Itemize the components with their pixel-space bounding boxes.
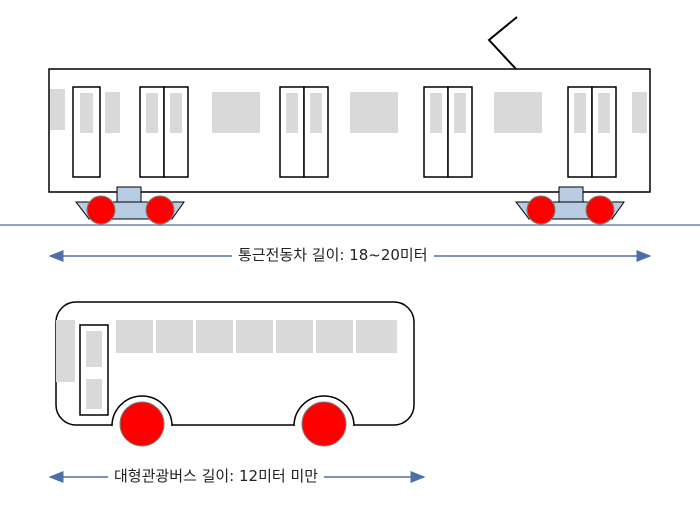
- train-wheel: [585, 195, 615, 225]
- train-wheel: [526, 195, 556, 225]
- train-window: [105, 92, 120, 133]
- bus-window: [236, 320, 273, 353]
- bus-wheel: [301, 401, 347, 447]
- bus-window: [196, 320, 233, 353]
- train-door-pair: [139, 86, 189, 178]
- train-door-pair: [279, 86, 329, 178]
- bus-window: [316, 320, 353, 353]
- train-wheel: [145, 195, 175, 225]
- train-window: [494, 92, 542, 133]
- pantograph: [487, 16, 518, 70]
- train-bogie-right: [514, 186, 625, 225]
- bus-window: [356, 320, 397, 353]
- bus-front-window: [56, 320, 75, 382]
- train-length-label: 통근전동차 길이: 18~20미터: [232, 245, 434, 265]
- train-windows: [50, 89, 647, 133]
- train-illustration: [0, 16, 700, 226]
- train-window: [350, 92, 398, 133]
- train-wheel: [86, 195, 116, 225]
- train-doors: [72, 86, 617, 178]
- bus-illustration: [55, 301, 415, 447]
- bus-window: [156, 320, 193, 353]
- bus-wheel: [119, 401, 165, 447]
- bus-windows: [116, 320, 397, 353]
- train-door-pair: [567, 86, 617, 178]
- bus-length-label: 대형관광버스 길이: 12미터 미만: [108, 466, 325, 486]
- train-bogie-left: [74, 186, 185, 225]
- train-body: [48, 68, 651, 193]
- bus-window: [116, 320, 153, 353]
- train-window: [50, 89, 65, 130]
- train-window: [212, 92, 260, 133]
- train-window: [632, 92, 647, 133]
- bus-window: [276, 320, 313, 353]
- train-door-pair: [423, 86, 473, 178]
